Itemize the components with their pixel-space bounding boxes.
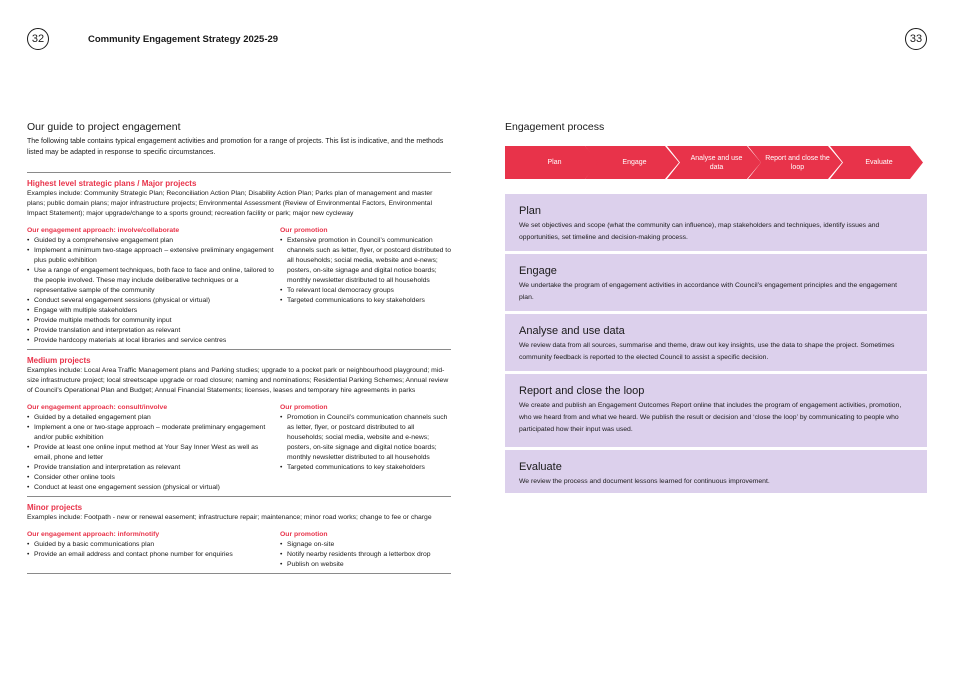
section-title: Highest level strategic plans / Major pr…: [27, 179, 197, 188]
stage-description: We review data from all sources, summari…: [519, 342, 895, 361]
section-title: Medium projects: [27, 356, 91, 365]
stage-description: We undertake the program of engagement a…: [519, 282, 897, 301]
section-divider: [27, 573, 451, 574]
document-title: Community Engagement Strategy 2025-29: [88, 34, 279, 45]
stage-title: Evaluate: [519, 461, 562, 473]
approach-heading: Our engagement approach: inform/notify: [27, 531, 160, 538]
approach-item: Provide translation and interpretation a…: [27, 463, 274, 473]
section-divider: [27, 172, 451, 173]
approach-item: Conduct several engagement sessions (phy…: [27, 296, 274, 306]
process-chevrons: Plan Engage Analyse and use data Report and…: [505, 146, 927, 179]
promotion-heading: Our promotion: [280, 404, 328, 411]
process-step-label: Report and close the loop: [765, 154, 830, 171]
approach-item: Guided by a detailed engagement plan: [27, 413, 274, 423]
approach-item: Conduct at least one engagement session …: [27, 483, 274, 493]
approach-item: Provide translation and interpretation a…: [27, 326, 274, 336]
process-step-chevron: Engage: [585, 146, 679, 179]
stage-title: Analyse and use data: [519, 325, 625, 337]
section-examples: Examples include: Community Strategic Pl…: [27, 190, 433, 217]
promotion-item: Promotion in Council’s communication cha…: [280, 413, 451, 463]
project-section: Highest level strategic plans / Major pr…: [27, 173, 451, 346]
process-step-label: Analyse and use data: [690, 154, 743, 171]
page-number-right: 33: [905, 28, 927, 50]
page-number-left: 32: [27, 28, 49, 50]
approach-item: Engage with multiple stakeholders: [27, 306, 274, 316]
process-step-label: Evaluate: [865, 159, 893, 166]
project-sections: Highest level strategic plans / Major pr…: [27, 172, 451, 574]
approach-column: Our engagement approach: inform/notifyGu…: [27, 530, 280, 570]
process-heading: Engagement process: [505, 121, 605, 133]
approach-item: Provide at least one online input method…: [27, 443, 274, 463]
promotion-item: Targeted communications to key stakehold…: [280, 463, 451, 473]
promotion-item: Signage on-site: [280, 540, 451, 550]
stage-title: Engage: [519, 265, 557, 277]
process-stage-card: Plan We set objectives and scope (what th…: [505, 194, 927, 251]
guide-intro: The following table contains typical eng…: [27, 138, 444, 156]
section-examples: Examples include: Footpath - new or rene…: [27, 514, 432, 521]
process-step-chevron: Plan: [505, 146, 599, 179]
guide-heading: Our guide to project engagement: [27, 121, 181, 133]
promotion-item: Publish on website: [280, 560, 451, 570]
approach-item: Consider other online tools: [27, 473, 274, 483]
promotion-item: To relevant local democracy groups: [280, 286, 451, 296]
process-step-chevron: Report and close the loop: [748, 146, 842, 179]
stage-title: Plan: [519, 205, 542, 217]
section-title: Minor projects: [27, 503, 83, 512]
process-stage-card: Evaluate We review the process and docume…: [505, 450, 927, 493]
promotion-item: Targeted communications to key stakehold…: [280, 296, 451, 306]
stage-description: We set objectives and scope (what the co…: [519, 222, 880, 241]
approach-item: Implement a minimum two-stage approach –…: [27, 246, 274, 266]
promotion-item: Notify nearby residents through a letter…: [280, 550, 451, 560]
promotion-item: Extensive promotion in Council’s communi…: [280, 236, 451, 286]
approach-item: Guided by a comprehensive engagement pla…: [27, 236, 274, 246]
stage-description: We create and publish an Engagement Outc…: [519, 402, 902, 433]
process-step-label: Engage: [622, 159, 647, 166]
approach-item: Implement a one or two-stage approach – …: [27, 423, 274, 443]
section-examples: Examples include: Local Area Traffic Man…: [27, 367, 449, 394]
process-step-chevron: Evaluate: [830, 146, 923, 179]
promotion-column: Our promotionExtensive promotion in Coun…: [280, 226, 451, 346]
engagement-guide: Our guide to project engagement The foll…: [27, 121, 451, 574]
promotion-column: Our promotionSignage on-siteNotify nearb…: [280, 530, 451, 570]
process-step-label: Plan: [547, 159, 562, 166]
process-stage-card: Report and close the loop We create and p…: [505, 374, 927, 447]
process-stage-card: Engage We undertake the program of engage…: [505, 254, 927, 311]
approach-item: Use a range of engagement techniques, bo…: [27, 266, 274, 296]
approach-heading: Our engagement approach: involve/collabo…: [27, 227, 180, 234]
approach-item: Provide hardcopy materials at local libr…: [27, 336, 274, 346]
approach-item: Provide an email address and contact pho…: [27, 550, 274, 560]
approach-column: Our engagement approach: involve/collabo…: [27, 226, 280, 346]
approach-item: Guided by a basic communications plan: [27, 540, 274, 550]
process-step-chevron: Analyse and use data: [667, 146, 761, 179]
process-stage-card: Analyse and use data We review data from …: [505, 314, 927, 371]
approach-item: Provide multiple methods for community i…: [27, 316, 274, 326]
section-divider: [27, 496, 451, 497]
stage-title: Report and close the loop: [519, 385, 645, 397]
promotion-column: Our promotionPromotion in Council’s comm…: [280, 403, 451, 493]
approach-heading: Our engagement approach: consult/involve: [27, 404, 168, 411]
promotion-heading: Our promotion: [280, 531, 328, 538]
approach-column: Our engagement approach: consult/involve…: [27, 403, 280, 493]
stage-description: We review the process and document lesso…: [519, 478, 770, 485]
promotion-heading: Our promotion: [280, 227, 328, 234]
section-divider: [27, 349, 451, 350]
